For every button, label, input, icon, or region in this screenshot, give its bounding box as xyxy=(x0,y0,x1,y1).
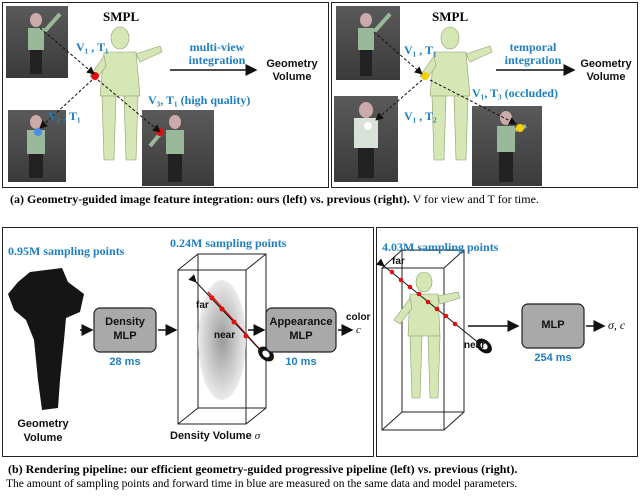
smpl-label-left: SMPL xyxy=(103,9,140,24)
near-label-right: near xyxy=(464,340,486,351)
sampling-points-095: 0.95M sampling points xyxy=(8,244,125,258)
appearance-mlp-label-2: MLP xyxy=(289,330,313,342)
arrow-label-multiview: multi-view xyxy=(189,40,245,54)
far-label-right: far xyxy=(392,256,405,267)
caption-a-bold: (a) Geometry-guided image feature integr… xyxy=(10,192,410,206)
smpl-mesh-rendering xyxy=(393,271,461,399)
ray-samples-right xyxy=(389,269,458,327)
density-mlp-label-1: Density xyxy=(105,316,145,328)
density-volume-sigma: σ xyxy=(254,430,261,442)
panel-b-right xyxy=(376,227,638,457)
photo-view-1 xyxy=(6,6,68,78)
appearance-mlp-time: 10 ms xyxy=(285,356,317,368)
panel-a-right xyxy=(331,2,638,188)
smpl-label-right: SMPL xyxy=(432,9,469,24)
arrow-label-integration-left: integration xyxy=(188,53,246,67)
photo-view-3 xyxy=(142,110,214,186)
mlp-time-right: 254 ms xyxy=(534,352,572,364)
density-mlp-time: 28 ms xyxy=(109,356,141,368)
color-label: color xyxy=(346,312,371,323)
far-label-left: far xyxy=(196,300,209,311)
smpl-mesh-left xyxy=(89,26,163,161)
density-volume-box xyxy=(177,253,267,425)
arrow-label-integration-right: integration xyxy=(504,53,562,67)
density-haze xyxy=(198,280,246,400)
projection-lines-left xyxy=(39,27,161,133)
caption-b-line1: (b) Rendering pipeline: our efficient ge… xyxy=(8,462,518,476)
output-sigma-c: σ, c xyxy=(608,318,626,332)
mlp-box-right xyxy=(521,303,585,349)
sampling-points-403: 4.03M sampling points xyxy=(382,240,499,254)
density-mlp-label-2: MLP xyxy=(113,330,137,342)
projection-lines-right xyxy=(373,31,517,125)
view-label-v3t1: V₃, T₁ (high quality) xyxy=(148,93,251,107)
geometry-volume-silhouette xyxy=(8,268,84,410)
yellow-point xyxy=(421,72,429,80)
panel-b-left xyxy=(2,227,374,457)
view-label-v1t1-right: V₁ , T₁ xyxy=(404,43,437,57)
appearance-mlp-label-1: Appearance xyxy=(269,316,333,328)
geometry-volume-right-1: Geometry xyxy=(580,58,632,70)
geometry-volume-left-1: Geometry xyxy=(266,58,318,70)
density-volume-label: Density Volume σ xyxy=(170,430,260,442)
color-symbol: c xyxy=(356,324,361,336)
caption-a-rest: V for view and T for time. xyxy=(409,192,539,206)
caption-b-line2: The amount of sampling points and forwar… xyxy=(6,478,518,490)
view-label-v1t3: V₁, T₃ (occluded) xyxy=(472,86,558,100)
mlp-label-right: MLP xyxy=(541,319,565,331)
geometry-volume-label-1: Geometry xyxy=(17,418,69,430)
view-label-v2t1: V₂ , T₁ xyxy=(48,109,81,123)
photo-view-2 xyxy=(8,110,66,182)
near-label-left: near xyxy=(214,330,236,341)
sampling-points-024: 0.24M sampling points xyxy=(170,236,287,250)
geometry-volume-label-2: Volume xyxy=(23,432,63,444)
panel-a-left xyxy=(2,2,329,188)
ray-samples-left xyxy=(209,295,249,339)
ray-left xyxy=(188,274,267,357)
geometry-volume-right-2: Volume xyxy=(586,71,626,83)
view-label-v1t2: V₁ , T₂ xyxy=(404,109,437,123)
photo-time-1 xyxy=(336,6,400,80)
caption-a: (a) Geometry-guided image feature integr… xyxy=(10,192,539,207)
view-label-v1t1: V₁ , T₁ xyxy=(76,40,109,54)
geometry-volume-left-2: Volume xyxy=(272,71,312,83)
density-mlp-box xyxy=(93,307,157,353)
density-volume-text: Density Volume xyxy=(170,430,252,442)
camera-eye-right xyxy=(476,338,492,354)
appearance-mlp-box xyxy=(265,307,337,353)
arrow-label-temporal: temporal xyxy=(509,40,557,54)
